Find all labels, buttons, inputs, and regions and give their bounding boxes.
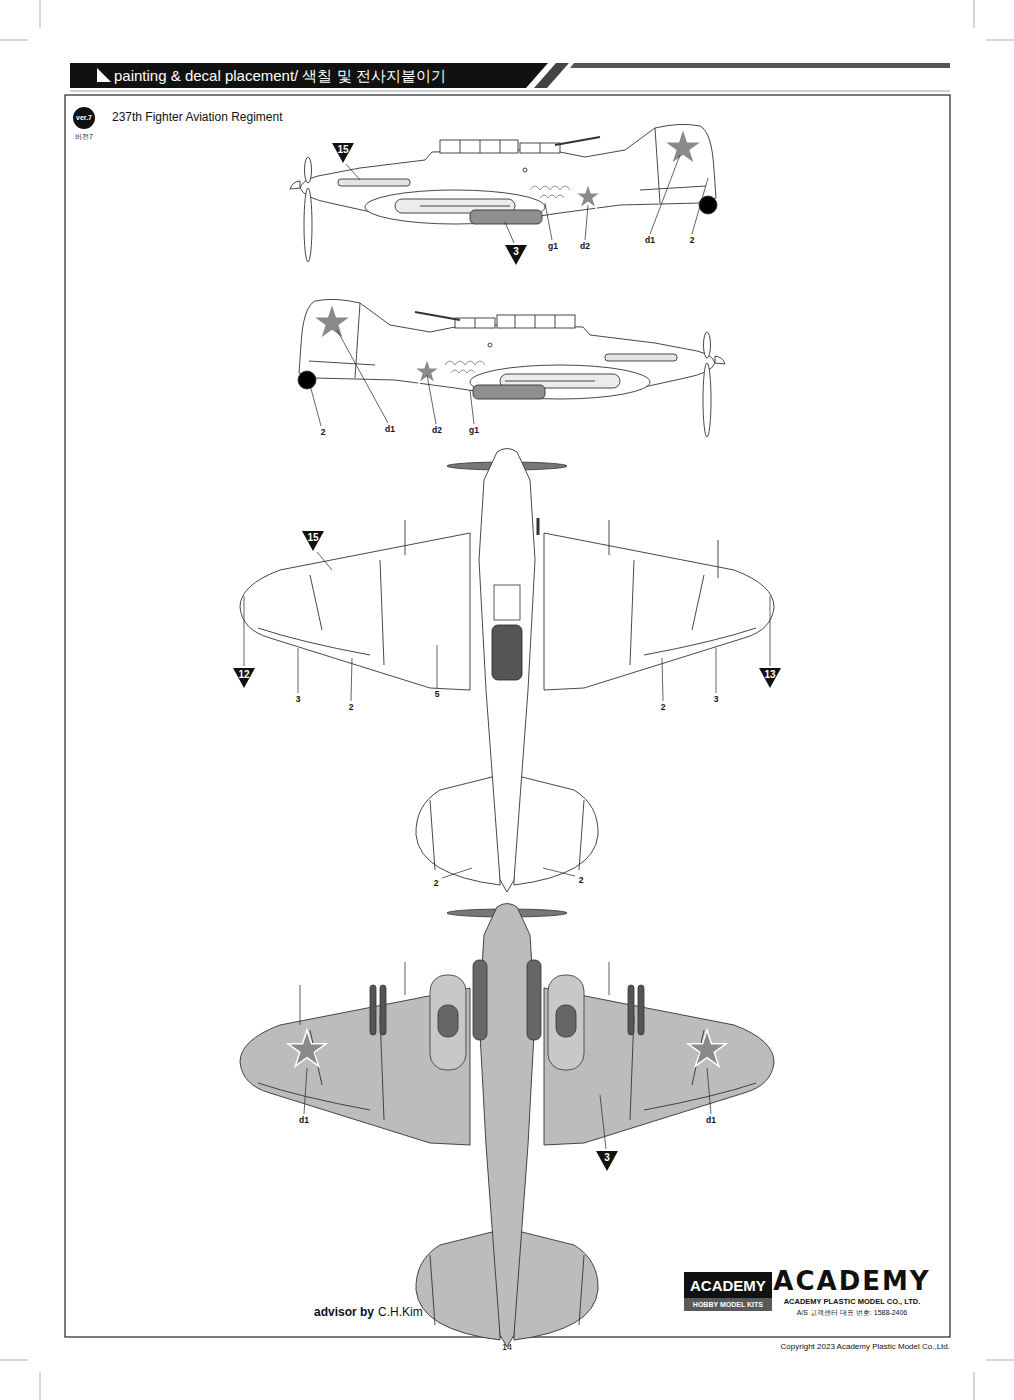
node-text: ver.7 — [73, 107, 95, 129]
callout-triangle — [332, 143, 354, 163]
paint-callout: 15 — [332, 143, 354, 163]
node-text: HOBBY MODEL KITS — [684, 1298, 772, 1311]
part-number: 2 — [579, 876, 584, 886]
part-number: 3 — [714, 695, 719, 705]
decal-number: d2 — [580, 242, 590, 252]
decal-number: d1 — [706, 1116, 716, 1126]
advisor-name: C.H.Kim — [378, 1306, 423, 1320]
section-header: painting & decal placement/ 색칠 및 전사지붙이기 — [70, 63, 548, 88]
paint-callout: 13 — [759, 668, 781, 688]
copyright-note: Copyright 2023 Academy Plastic Model Co.… — [781, 1342, 950, 1351]
callout-triangle — [233, 668, 255, 688]
paint-callout: 3 — [596, 1151, 618, 1171]
node-text: 15 — [302, 531, 324, 544]
version-title: 237th Fighter Aviation Regiment — [112, 111, 283, 125]
decal-number: g1 — [548, 242, 558, 252]
part-number: 2 — [321, 428, 326, 438]
leader-lines — [244, 155, 770, 1149]
part-number: 3 — [296, 695, 301, 705]
part-number: 2 — [434, 879, 439, 889]
node-text: ACADEMY — [684, 1272, 772, 1298]
page-number: 14 — [502, 1342, 512, 1352]
callout-triangle — [505, 245, 527, 265]
header-icon — [97, 68, 111, 82]
node-text: 3 — [596, 1151, 618, 1164]
paint-callout: 3 — [505, 245, 527, 265]
advisor-label: advisor by — [314, 1306, 374, 1320]
node-text: 12 — [233, 668, 255, 681]
decal-number: d1 — [385, 425, 395, 435]
callout-triangle — [302, 531, 324, 551]
decal-number: d2 — [432, 426, 442, 436]
callout-triangle — [596, 1151, 618, 1171]
part-number: 2 — [690, 236, 695, 246]
brand-logo: ACADEMYHOBBY MODEL KITS — [684, 1272, 772, 1311]
decal-number: g1 — [469, 426, 479, 436]
node-text: 3 — [505, 245, 527, 258]
header-band — [70, 63, 548, 88]
node-text: 15 — [332, 143, 354, 156]
service-number: A/S 고객센터 대표 번호: 1588-2406 — [797, 1309, 907, 1317]
part-number: 2 — [661, 703, 666, 713]
decal-number: d1 — [645, 236, 655, 246]
callout-triangle — [759, 668, 781, 688]
version-badge: ver.7 — [73, 107, 95, 129]
paint-callout: 12 — [233, 668, 255, 688]
paint-callout: 15 — [302, 531, 324, 551]
decal-number: d1 — [299, 1116, 309, 1126]
version-subtitle: 버전7 — [75, 133, 93, 141]
brand-wordmark: ACADEMY — [773, 1267, 930, 1297]
part-number: 2 — [349, 703, 354, 713]
part-number: 5 — [435, 690, 440, 700]
node-text: 13 — [759, 668, 781, 681]
company-name: ACADEMY PLASTIC MODEL CO., LTD. — [784, 1298, 921, 1307]
node-text: painting & decal placement/ 색칠 및 전사지붙이기 — [70, 63, 446, 88]
